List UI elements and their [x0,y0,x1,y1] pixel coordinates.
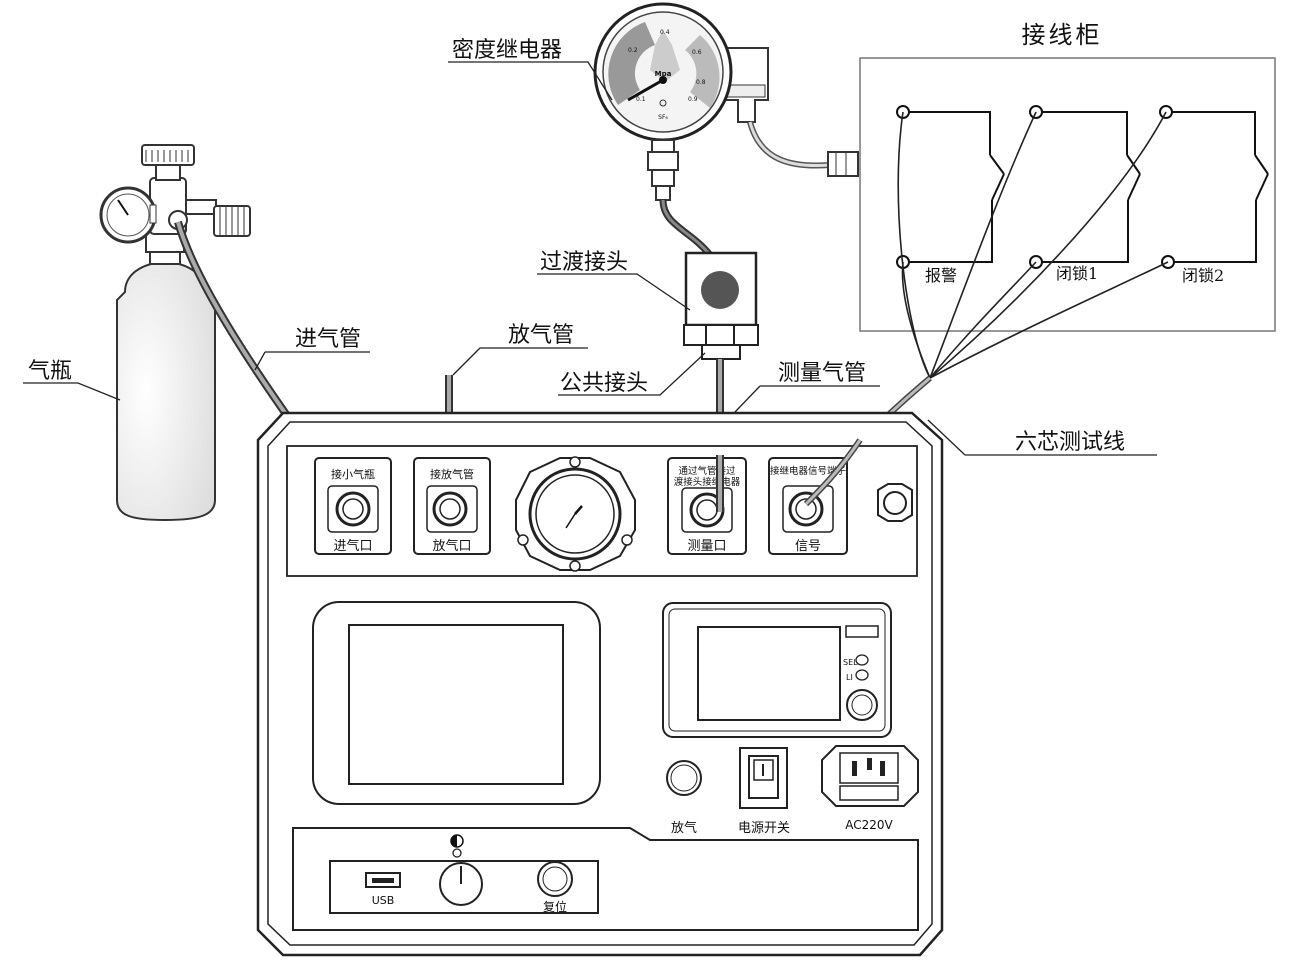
label-transition-joint: 过渡接头 [540,250,628,275]
contrast-icon [450,834,464,848]
power-switch: 电源开关 [738,747,790,836]
vent-port: 接放气管 放气口 [413,457,491,555]
gas-cylinder [99,144,251,522]
vent-button: 放气 [666,760,702,836]
label-intake-pipe: 进气管 [295,327,361,352]
vent-port-hint: 接放气管 [430,467,474,481]
label-density-relay: 密度继电器 [452,38,562,63]
relay-gas: SF₆ [658,114,668,121]
switch-lock2 [1167,111,1269,263]
terminal-dots [896,105,1175,269]
li-label: LI [846,673,853,682]
wiring-cabinet-label: 接线柜 [1022,21,1103,49]
measure-port-label: 测量口 [687,539,726,554]
measure-port-hint-1: 通过气管接过 [678,465,736,477]
sel-label: SEL [843,658,858,667]
alarm-label: 报警 [925,266,957,285]
relay-tick: 0.4 [660,29,670,36]
relay-tick: 0.1 [636,96,646,103]
panel-pressure-gauge [515,456,636,572]
sel-button [855,654,869,666]
ground-terminal [877,483,913,522]
signal-port-hint: 接继电器信号端子 [770,465,847,477]
vent-port-label: 放气口 [432,538,471,554]
callout-leaders [23,61,1157,456]
label-six-core-line: 六芯测试线 [1015,430,1125,455]
label-gas-cylinder: 气瓶 [28,359,72,384]
vent-button-label: 放气 [671,820,697,836]
controller-unit: SEL LI [662,602,892,738]
relay-tick: 0.9 [688,96,698,103]
li-button [855,669,869,681]
ac-socket: AC220V [821,745,919,832]
wiring-cabinet: 接线柜 报警 闭锁1 闭锁2 [859,21,1276,332]
measure-port: 通过气管接过 渡接头接继电器 测量口 [667,457,747,555]
inlet-port-hint: 接小气瓶 [331,467,375,481]
relay-unit: Mpa [655,70,672,78]
relay-tick: 0.6 [692,49,702,56]
relay-tick: 0.2 [628,47,638,54]
ac-socket-label: AC220V [845,818,893,832]
lock2-label: 闭锁2 [1182,266,1224,285]
density-relay: Mpa SF₆ 0.1 0.2 0.4 0.6 0.8 0.9 [593,2,859,201]
reset-label: 复位 [543,899,567,914]
inlet-port-label: 进气口 [333,538,372,554]
relay-tick: 0.8 [696,79,706,86]
signal-port-label: 信号 [795,539,821,554]
label-vent-pipe: 放气管 [508,323,574,348]
lcd-screen [312,601,601,805]
switch-alarm [909,111,1005,263]
bottom-panel: USB 复位 [292,827,919,931]
usb-label: USB [372,894,395,907]
label-common-joint: 公共接头 [560,371,648,396]
transition-joint [683,251,759,360]
measure-port-hint-2: 渡接头接继电器 [674,476,741,488]
power-switch-label: 电源开关 [738,821,790,836]
lock1-label: 闭锁1 [1056,264,1098,283]
inlet-port: 接小气瓶 进气口 [314,457,392,555]
label-measure-pipe: 测量气管 [778,361,866,386]
